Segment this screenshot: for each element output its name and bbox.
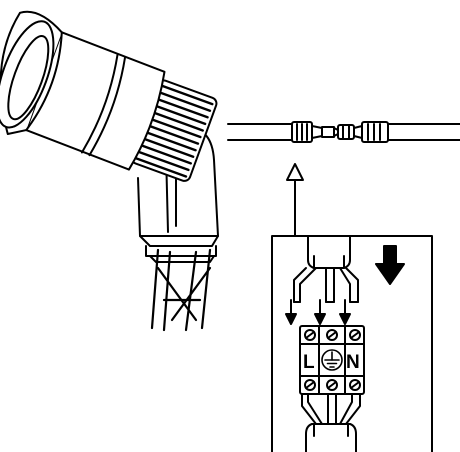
cable-sheath-bottom: [305, 423, 357, 452]
wires-top: [293, 267, 359, 303]
cable-sheath-top: [307, 235, 351, 269]
callout-arrow: [286, 163, 304, 237]
coupling-nut: [337, 124, 355, 140]
wires-bottom: [301, 393, 361, 425]
terminal-screw-icon: [304, 379, 361, 391]
terminal-label-neutral: N: [346, 352, 360, 373]
wiring-detail-panel: L N: [271, 235, 433, 452]
terminal-label-live: L: [303, 352, 315, 373]
terminal-block: L N: [299, 325, 365, 395]
insertion-arrows: [285, 299, 351, 325]
terminal-screw-icon: [304, 329, 361, 341]
ground-symbol-icon: [321, 349, 343, 371]
lamp-housing: [0, 10, 218, 182]
cable-connector: [227, 121, 460, 143]
spotlight-fixture: [0, 10, 219, 332]
arrow-up-icon: [286, 163, 304, 181]
arrow-down-icon: [375, 245, 405, 285]
heat-sink-fins: [134, 84, 214, 178]
